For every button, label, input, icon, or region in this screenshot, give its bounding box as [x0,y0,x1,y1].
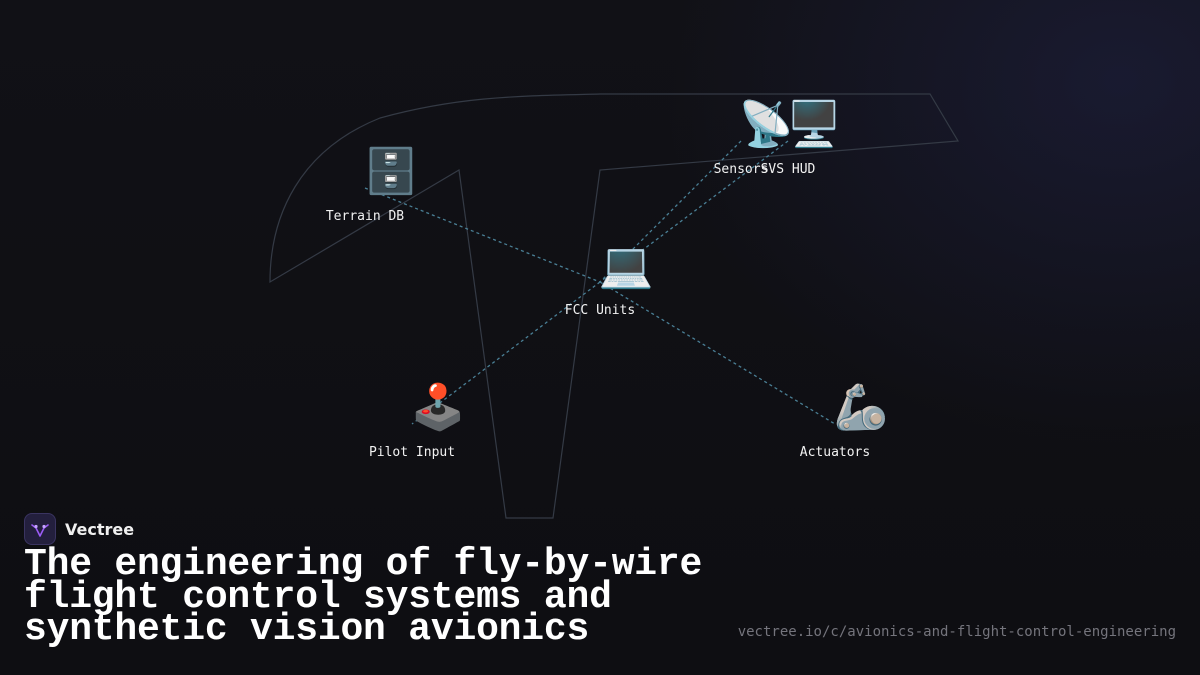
node-label-svs-hud: SVS HUD [760,162,816,177]
file-cabinet-icon: 🗄️ [363,146,419,197]
node-label-pilot-input: Pilot Input [368,445,456,460]
edge-fcc-units-actuators [599,281,836,425]
node-label-sensors: Sensors [713,162,769,177]
edge-terrain-db-fcc-units [364,187,601,283]
mechanical-arm-icon: 🦾 [833,382,889,433]
page-title: The engineering of fly-by-wire flight co… [24,543,703,651]
vectree-logo-icon [24,513,56,545]
page-url[interactable]: vectree.io/c/avionics-and-flight-control… [737,624,1176,640]
brand-name: Vectree [65,519,135,539]
wordmark-outline [269,93,960,519]
desktop-monitor-icon: 🖥️ [786,99,842,150]
edge-layer [364,140,836,425]
joystick-icon: 🕹️ [410,382,466,433]
node-label-fcc-units: FCC Units [564,303,636,318]
satellite-antenna-icon: 📡 [738,99,794,150]
laptop-icon: 💻 [598,240,654,291]
node-label-actuators: Actuators [799,445,871,460]
brand: Vectree [24,512,134,546]
node-label-terrain-db: Terrain DB [325,209,405,224]
